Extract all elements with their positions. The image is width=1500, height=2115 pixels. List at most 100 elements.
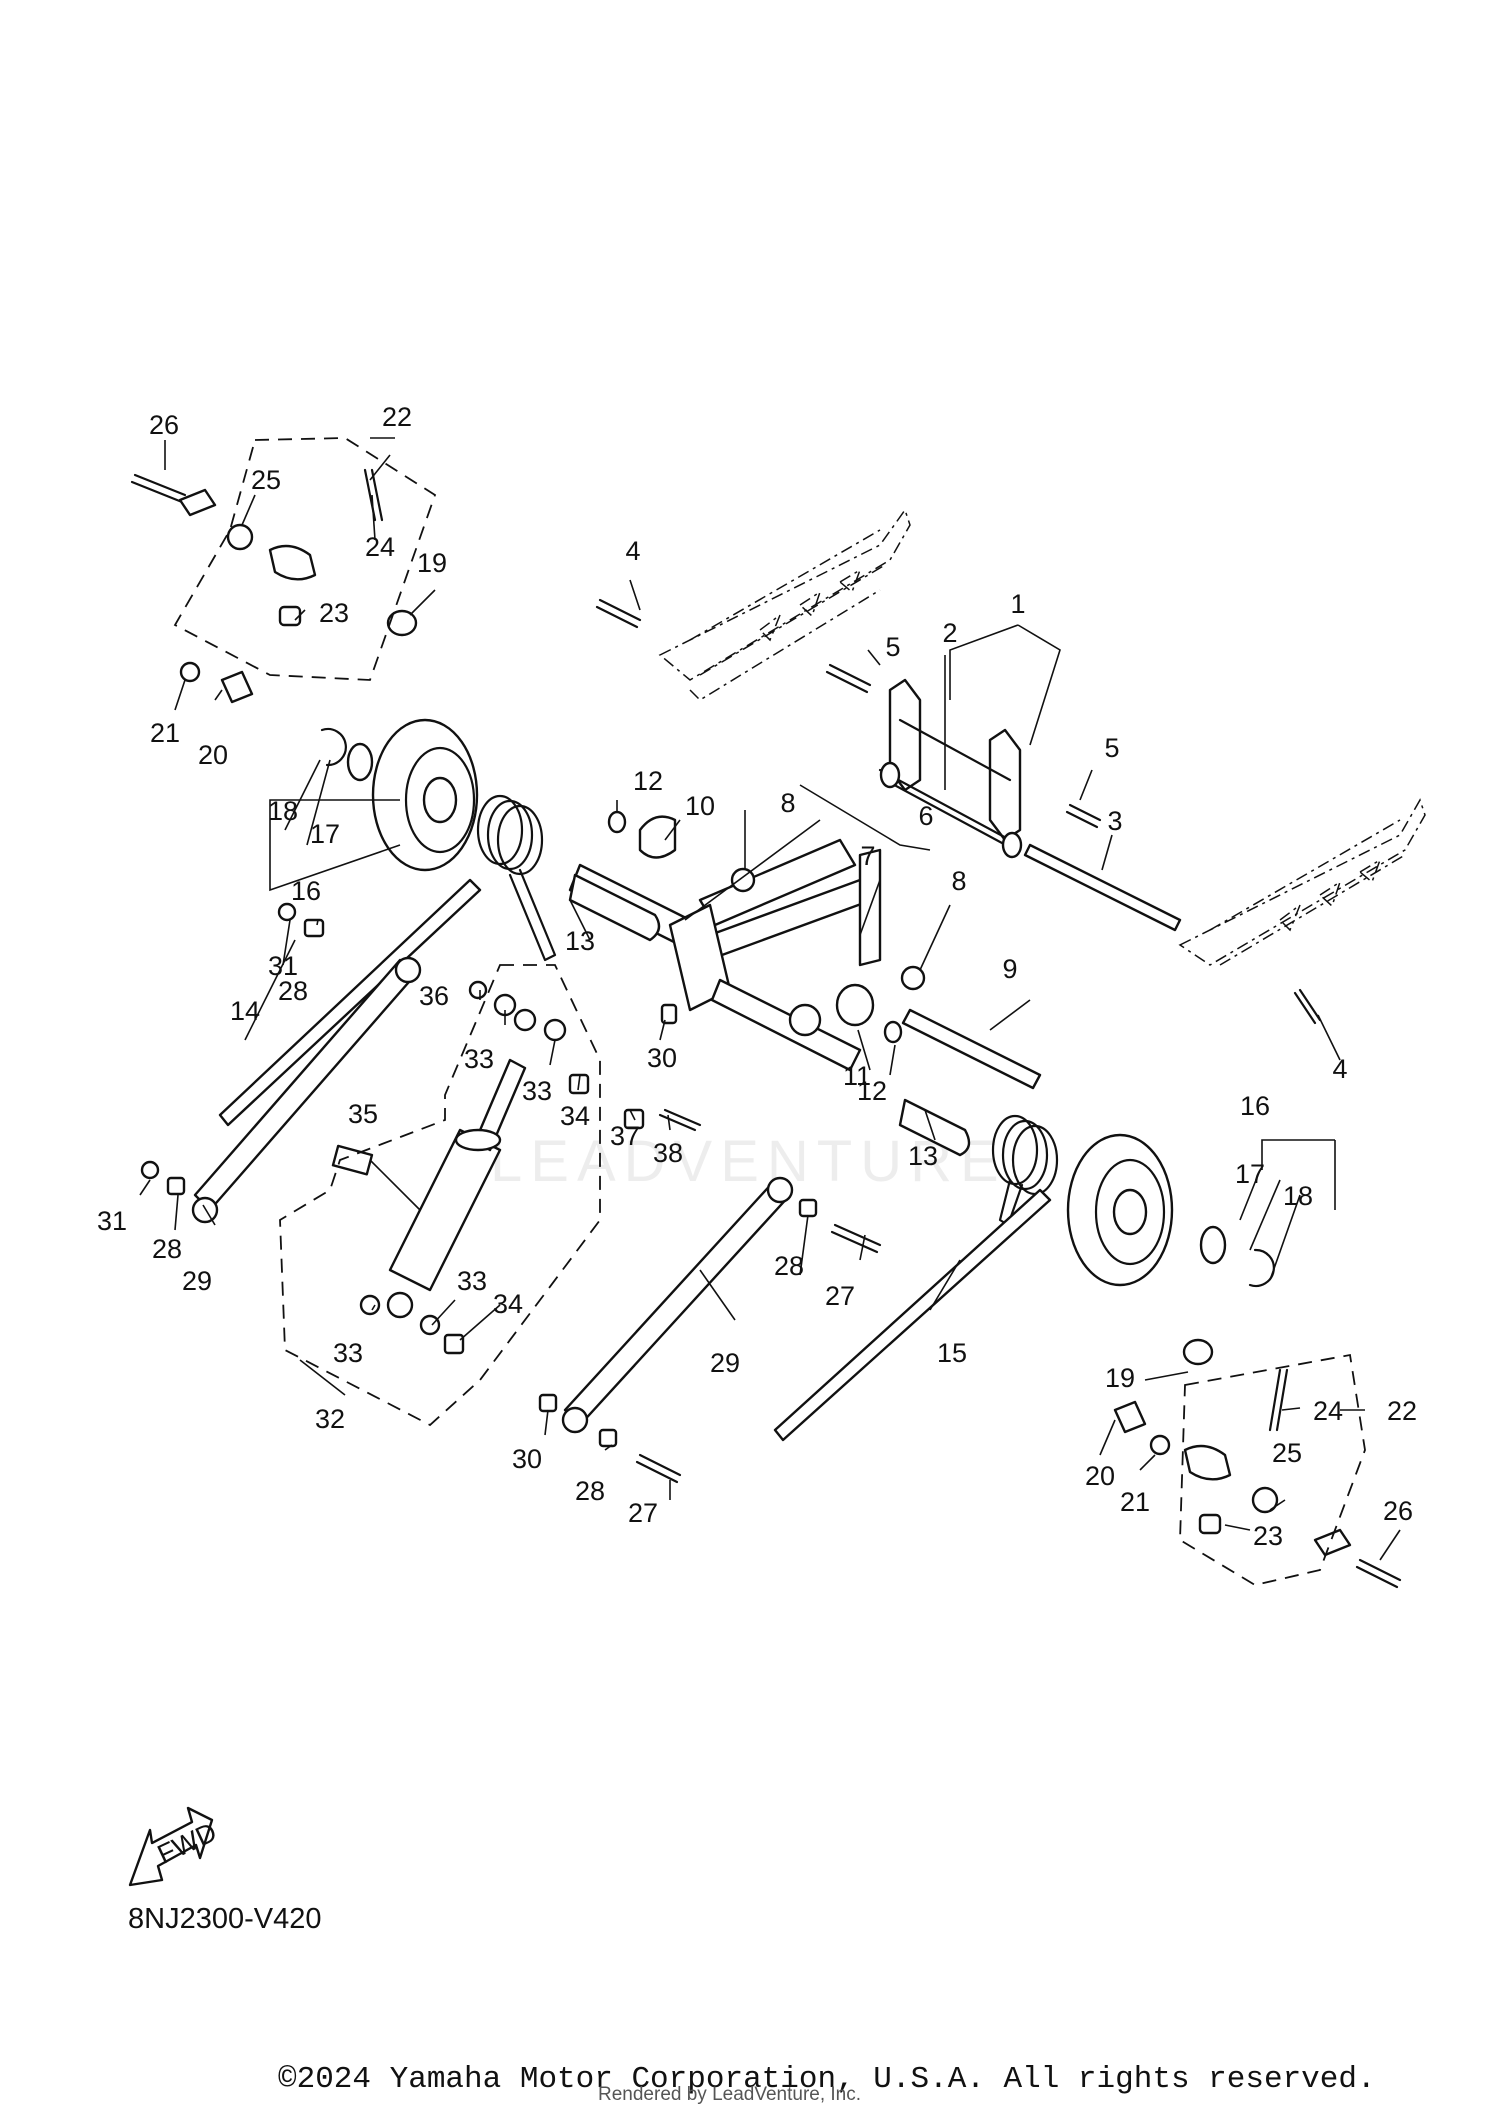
washer-12b: [883, 1020, 903, 1044]
group-22-left-outline: [173, 437, 437, 681]
callout-13: 13: [565, 926, 595, 956]
fwd-arrow-icon: FWD: [128, 1806, 221, 1887]
callout-labels: 1234455678891011121213131415161617171818…: [97, 402, 1417, 1551]
callout-14: 14: [230, 996, 260, 1026]
rubber-stopper: [638, 815, 677, 859]
callout-6: 6: [918, 801, 933, 831]
callout-21: 21: [1120, 1487, 1150, 1517]
leader-lines: [139, 437, 1401, 1561]
rear-adjuster-right: [1113, 1338, 1352, 1557]
callout-36: 36: [419, 981, 449, 1011]
callout-7: 7: [860, 841, 875, 871]
group-22-right-outline: [1179, 1353, 1366, 1586]
callout-28: 28: [575, 1476, 605, 1506]
rear-adjuster-left: [178, 488, 418, 704]
callout-15: 15: [937, 1338, 967, 1368]
shaft: [1023, 843, 1182, 932]
callout-32: 32: [315, 1404, 345, 1434]
callout-30: 30: [512, 1444, 542, 1474]
callout-18: 18: [1283, 1181, 1313, 1211]
washer-12a: [607, 810, 627, 834]
collar-11: [835, 983, 875, 1027]
callout-28: 28: [278, 976, 308, 1006]
group-32-outline: [279, 964, 601, 1427]
bracket-assembly: [878, 678, 1023, 859]
callout-20: 20: [1085, 1461, 1115, 1491]
callout-13: 13: [908, 1141, 938, 1171]
link-29b: [563, 1178, 792, 1427]
copyright-notice: ©2024 Yamaha Motor Corporation, U.S.A. A…: [278, 2062, 1376, 2097]
callout-26: 26: [149, 410, 179, 440]
callout-29: 29: [182, 1266, 212, 1296]
rear-frame-rail-lower: [1178, 798, 1426, 966]
callout-27: 27: [628, 1498, 658, 1528]
callout-18: 18: [268, 796, 298, 826]
circlip-18a: [320, 727, 347, 767]
callout-28: 28: [774, 1251, 804, 1281]
callout-23: 23: [1253, 1521, 1283, 1551]
callout-25: 25: [251, 465, 281, 495]
pin-9: [901, 1008, 1042, 1090]
callout-1: 1: [1010, 589, 1025, 619]
callout-24: 24: [365, 532, 395, 562]
callout-16: 16: [1240, 1091, 1270, 1121]
callout-4: 4: [625, 536, 640, 566]
collar-8b: [900, 965, 926, 991]
callout-26: 26: [1383, 1496, 1413, 1526]
bearing-17b: [1199, 1225, 1227, 1265]
bearing-17a: [346, 742, 374, 782]
sleeve-13a: [568, 873, 661, 942]
idler-wheel-left: [371, 718, 479, 872]
circlip-18b: [1248, 1248, 1275, 1288]
callout-9: 9: [1002, 954, 1017, 984]
callout-2: 2: [942, 618, 957, 648]
callout-24: 24: [1313, 1396, 1343, 1426]
callout-34: 34: [493, 1289, 523, 1319]
callout-31: 31: [268, 951, 298, 981]
callout-17: 17: [310, 819, 340, 849]
shock-absorber: [386, 1008, 537, 1319]
callout-5: 5: [1104, 733, 1119, 763]
callout-25: 25: [1272, 1438, 1302, 1468]
idler-wheel-right: [1066, 1133, 1174, 1287]
callout-33: 33: [333, 1338, 363, 1368]
callout-23: 23: [319, 598, 349, 628]
pivot-arm-assembly: [568, 838, 882, 1072]
callout-33: 33: [464, 1044, 494, 1074]
torsion-spring-left: [476, 794, 557, 962]
callout-20: 20: [198, 740, 228, 770]
callout-19: 19: [1105, 1363, 1135, 1393]
spring-arm-15: [773, 1188, 1052, 1442]
callout-19: 19: [417, 548, 447, 578]
callout-12: 12: [857, 1076, 887, 1106]
callout-31: 31: [97, 1206, 127, 1236]
sleeve-13b: [898, 1098, 971, 1157]
callout-16: 16: [291, 876, 321, 906]
callout-8: 8: [951, 866, 966, 896]
callout-12: 12: [633, 766, 663, 796]
callout-8: 8: [780, 788, 795, 818]
callout-10: 10: [685, 791, 715, 821]
callout-27: 27: [825, 1281, 855, 1311]
callout-33: 33: [457, 1266, 487, 1296]
callout-30: 30: [647, 1043, 677, 1073]
spring-arm-14: [218, 878, 482, 1127]
collar-8a: [730, 867, 756, 893]
callout-28: 28: [152, 1234, 182, 1264]
callout-38: 38: [653, 1138, 683, 1168]
callout-37: 37: [610, 1121, 640, 1151]
callout-17: 17: [1235, 1159, 1265, 1189]
bolts: [130, 468, 1402, 1589]
callout-11: 11: [843, 1061, 871, 1091]
rendered-by-notice: Rendered by LeadVenture, Inc.: [598, 2084, 862, 2105]
callout-21: 21: [150, 718, 180, 748]
callout-33: 33: [522, 1076, 552, 1106]
callout-22: 22: [382, 402, 412, 432]
callout-35: 35: [348, 1099, 378, 1129]
rubber-35: [331, 1144, 374, 1176]
rear-frame-rail-upper: [658, 508, 911, 701]
callout-4: 4: [1332, 1054, 1347, 1084]
diagram-code: 8NJ2300-V420: [128, 1903, 322, 1935]
